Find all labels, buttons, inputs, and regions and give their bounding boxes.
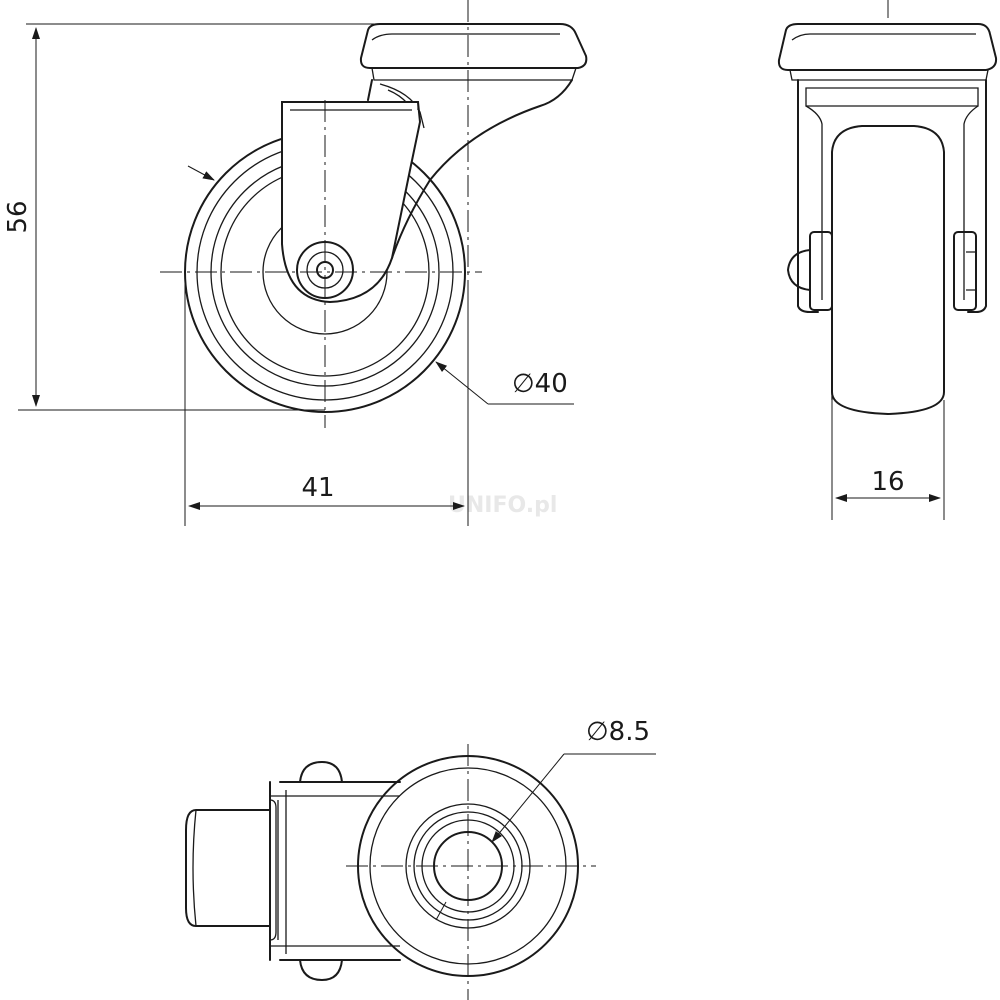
dim-wheel-diameter-label: ∅40 [512,369,568,399]
dim-wheel-width-label: 16 [871,467,904,497]
top-wheel-tread [185,809,271,927]
watermark-text: UNIFO.pl [448,493,557,518]
dim-height: 56 [3,23,440,411]
front-swivel-arm [367,79,573,259]
side-top-plate [777,23,998,71]
side-wheel [831,125,945,416]
dim-height-label: 56 [3,200,33,233]
top-view [185,744,596,1000]
dim-width-label: 41 [301,473,334,503]
dim-width: 41 [184,272,469,526]
front-top-plate [359,23,588,69]
dim-wheel-diameter: ∅40 [187,165,574,405]
dim-wheel-width: 16 [831,400,945,520]
front-view [160,0,588,428]
dim-bolt-hole: ∅8.5 [435,717,656,921]
front-fork [281,101,422,304]
side-bracket [797,79,987,313]
side-view [777,0,998,416]
dim-bolt-hole-label: ∅8.5 [586,717,650,747]
